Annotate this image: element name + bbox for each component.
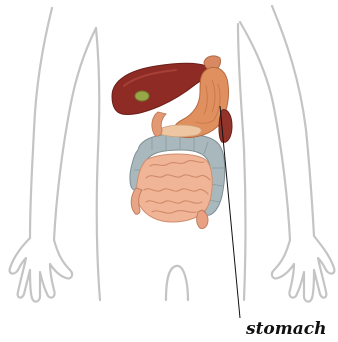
gallbladder	[135, 91, 149, 101]
digestive-organs	[112, 56, 232, 229]
right-arm-inner	[240, 22, 290, 240]
left-torso	[96, 28, 100, 300]
crotch-outline	[166, 266, 188, 300]
liver	[112, 63, 208, 114]
right-torso	[238, 24, 246, 300]
stomach-label: stomach	[245, 319, 326, 339]
pancreas	[158, 125, 201, 137]
left-arm-inner	[54, 28, 96, 240]
